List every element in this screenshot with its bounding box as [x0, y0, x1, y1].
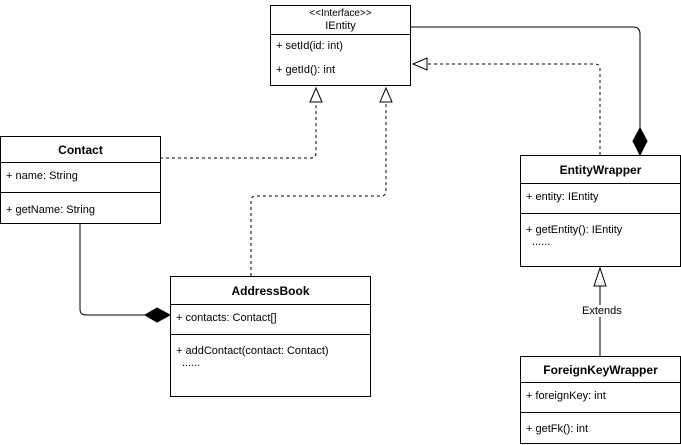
method-row: + getFk(): int — [526, 423, 589, 435]
more-methods-ellipsis: ...... — [182, 357, 201, 369]
interface-name: IEntity — [325, 20, 356, 32]
contact-attributes: + name: String — [1, 163, 160, 193]
contact-methods: + getName: String — [1, 193, 160, 221]
attribute-row: + foreignKey: int — [526, 390, 606, 402]
method-row: + getId(): int — [276, 64, 336, 76]
contact-realizes-ientity-edge — [160, 103, 317, 159]
method-row: + getName: String — [6, 204, 95, 216]
ientity-realization-arrow-right — [411, 57, 428, 71]
entitywrapper-header: EntityWrapper — [521, 156, 680, 184]
ientity-header: <<Interface>> IEntity — [271, 6, 410, 35]
addressbook-realizes-ientity-edge — [250, 103, 387, 276]
addressbook-composition-diamond — [144, 307, 172, 323]
extends-label: Extends — [580, 305, 624, 317]
foreignkeywrapper-methods: + getFk(): int — [521, 413, 680, 440]
ientity-interface-box: <<Interface>> IEntity + setId(id: int) +… — [270, 5, 411, 86]
entitywrapper-realizes-ientity-edge — [428, 63, 601, 155]
addressbook-class-box: AddressBook + contacts: Contact[] + addC… — [170, 276, 371, 397]
addressbook-methods: + addContact(contact: Contact) ...... — [171, 335, 370, 372]
entitywrapper-composition-diamond — [632, 126, 648, 157]
addressbook-composition-edge — [79, 223, 145, 316]
foreignkeywrapper-attributes: + foreignKey: int — [521, 383, 680, 413]
contact-class-box: Contact + name: String + getName: String — [0, 136, 161, 224]
ientity-realization-arrow-left — [309, 86, 323, 103]
more-methods-ellipsis: ...... — [532, 236, 551, 248]
entitywrapper-composition-edge — [411, 26, 641, 128]
foreignkeywrapper-header: ForeignKeyWrapper — [521, 357, 680, 383]
foreignkeywrapper-class-box: ForeignKeyWrapper + foreignKey: int + ge… — [520, 356, 681, 444]
method-row: + addContact(contact: Contact) — [176, 345, 329, 357]
interface-stereotype: <<Interface>> — [309, 8, 372, 19]
method-row: + getEntity(): IEntity — [526, 224, 623, 236]
ientity-methods: + setId(id: int) + getId(): int — [271, 35, 410, 81]
entitywrapper-attributes: + entity: IEntity — [521, 184, 680, 214]
attribute-row: + name: String — [6, 170, 78, 182]
entitywrapper-class-box: EntityWrapper + entity: IEntity + getEnt… — [520, 155, 681, 267]
addressbook-attributes: + contacts: Contact[] — [171, 305, 370, 335]
attribute-row: + entity: IEntity — [526, 191, 599, 203]
method-row: + setId(id: int) — [276, 40, 343, 52]
extends-arrow — [593, 266, 607, 287]
addressbook-header: AddressBook — [171, 277, 370, 305]
attribute-row: + contacts: Contact[] — [176, 312, 277, 324]
contact-header: Contact — [1, 137, 160, 163]
ientity-realization-arrow-middle — [379, 86, 393, 103]
entitywrapper-methods: + getEntity(): IEntity ...... — [521, 214, 680, 251]
